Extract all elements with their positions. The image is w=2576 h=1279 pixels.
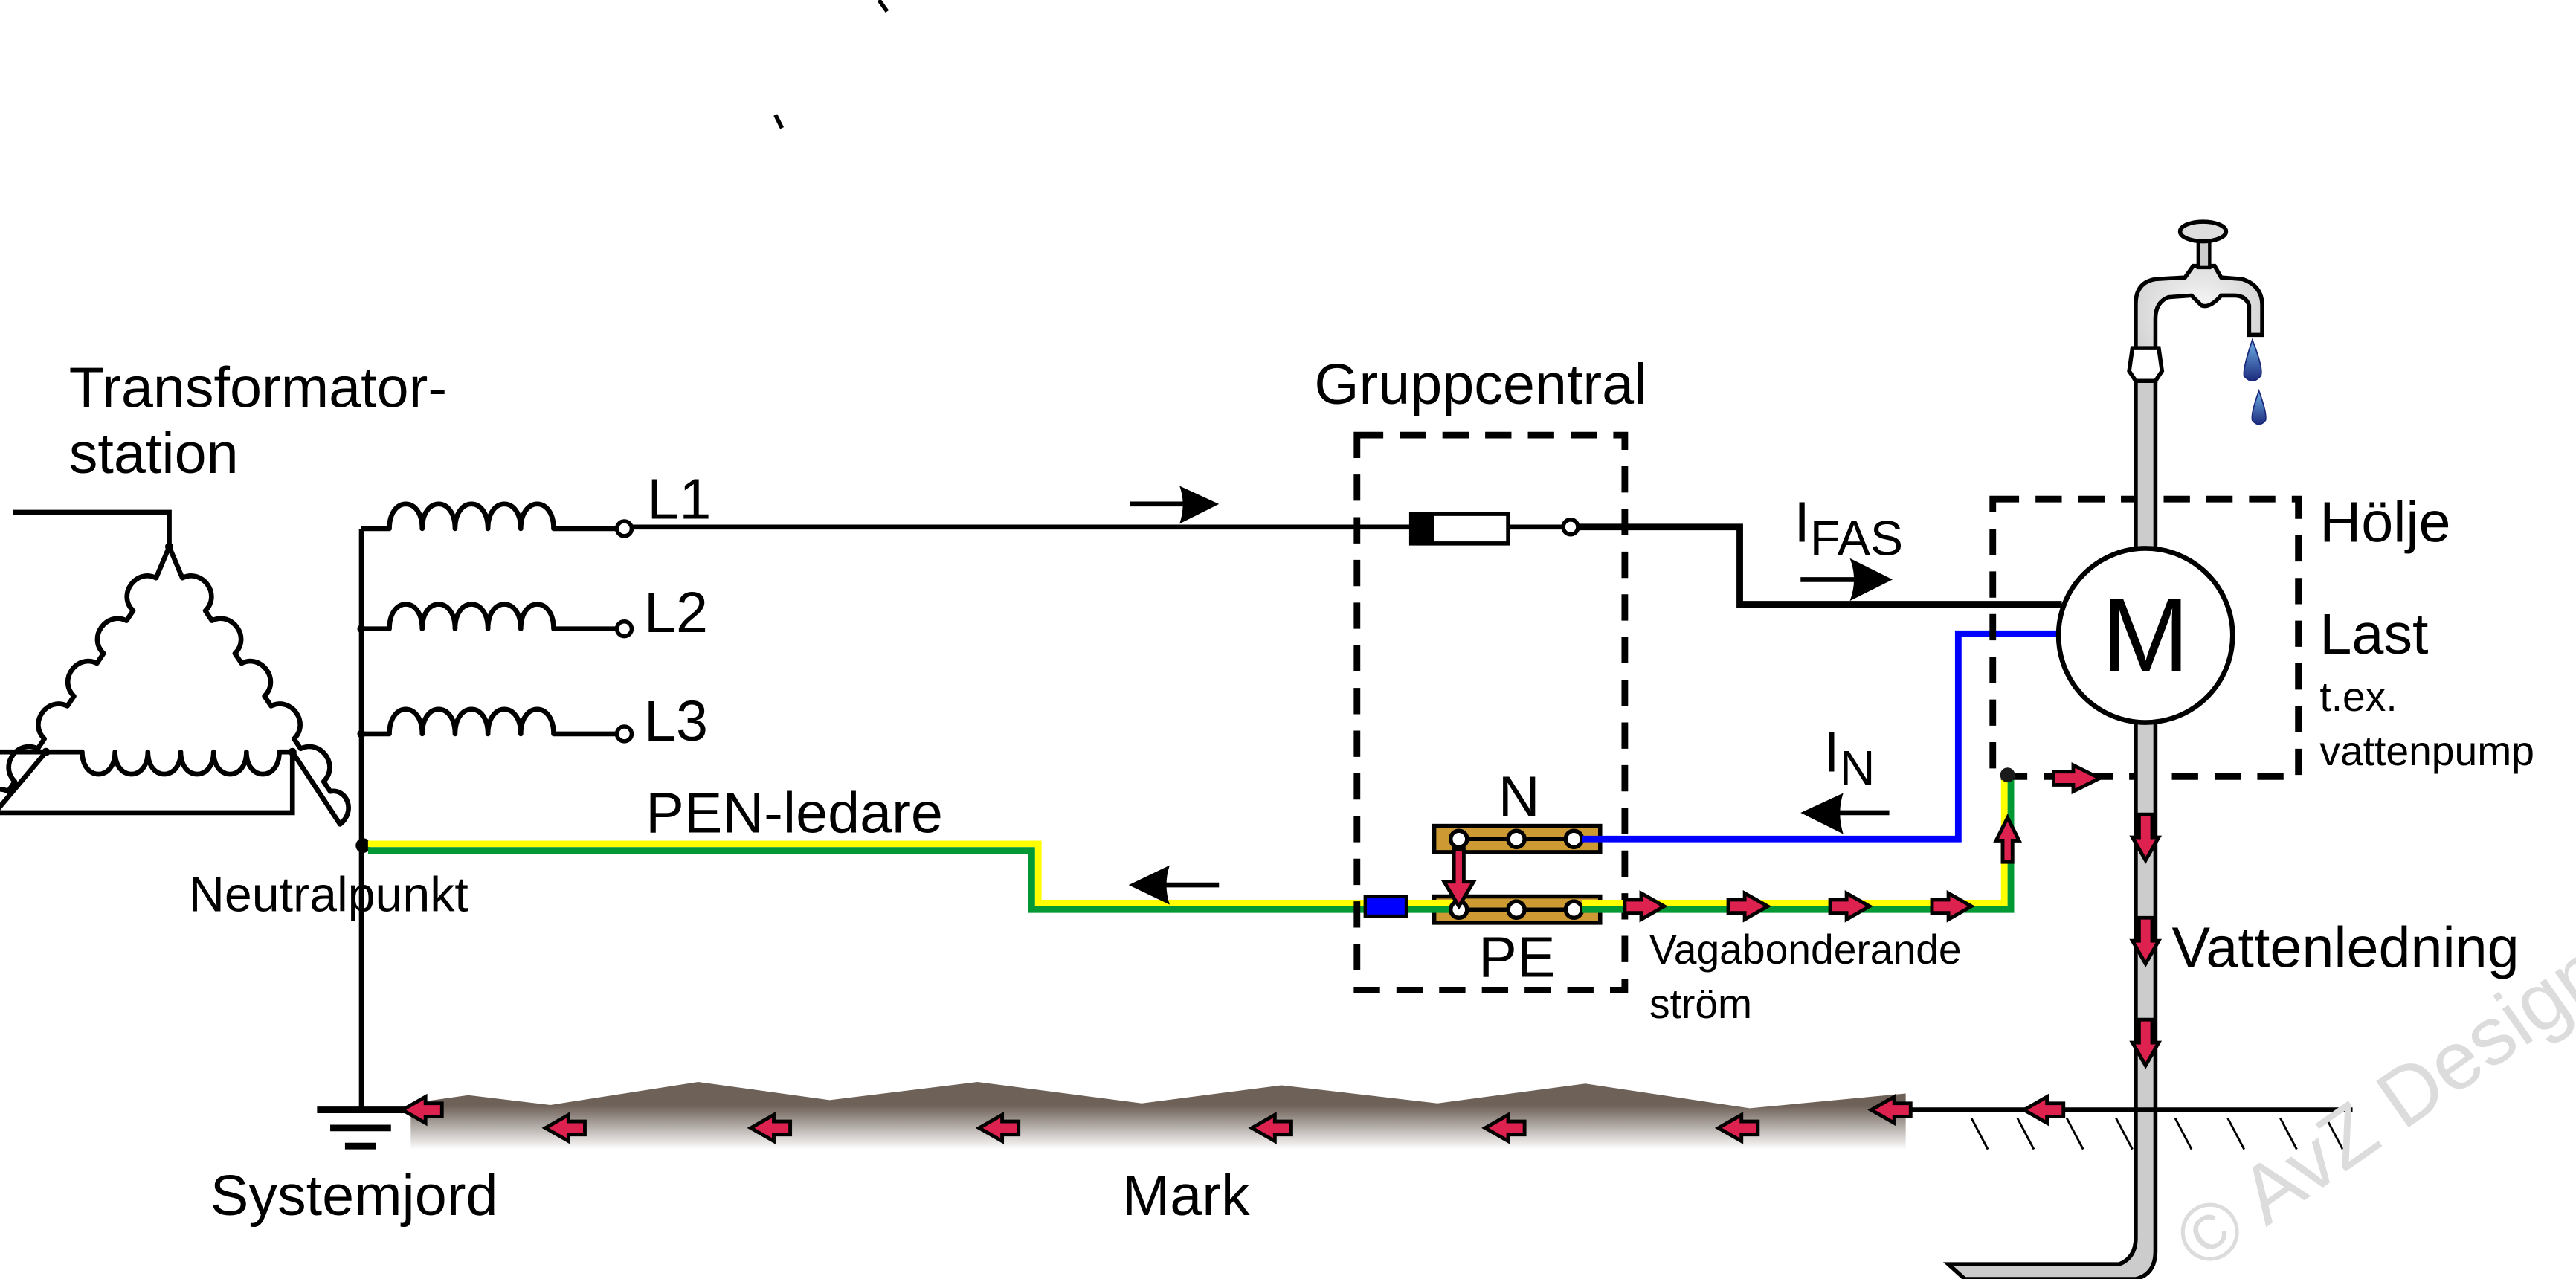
pen-label: PEN-ledare (645, 781, 943, 845)
motor-label: M (2102, 576, 2189, 694)
transformer-label-line1: Transformator- (69, 356, 447, 420)
enclosure-label: Hölje (2319, 491, 2450, 555)
hatch-line (2016, 1117, 2035, 1150)
load-example-line1: t.ex. (2319, 674, 2397, 720)
terminal-l3 (614, 724, 634, 744)
secondary-coil-l2 (357, 602, 618, 634)
arrow-icon (1130, 486, 1220, 524)
stray-current-arrows-ground (399, 1093, 2066, 1144)
stray-current-arrow (1993, 814, 2023, 864)
ground-hatching (1970, 1117, 2344, 1150)
stray-current-arrow (2129, 1017, 2163, 1069)
hatch-line (2325, 1117, 2344, 1150)
hatch-line (2115, 1117, 2134, 1150)
stray-current-arrows-pe (1623, 889, 1975, 923)
label-l1: L1 (647, 468, 711, 532)
load-example-line2: vattenpump (2319, 728, 2534, 774)
arrow-icon (1128, 865, 1220, 905)
stray-current-arrows-pipe (2129, 812, 2163, 1069)
pe-bar-label: PE (1478, 926, 1555, 990)
hatch-line (2174, 1117, 2193, 1150)
i-fas-label: IFAS (1794, 491, 1903, 567)
stray-current-arrow (399, 1093, 444, 1127)
n-terminal-bar (1432, 823, 1603, 854)
hatch-line (2279, 1117, 2298, 1150)
stray-current-arrow (747, 1112, 793, 1144)
stray-current-arrow (1623, 889, 1668, 923)
stray-mark (877, 0, 889, 13)
load-label: Last (2319, 602, 2428, 666)
stray-current-arrow (2129, 812, 2163, 864)
terminal-l2 (614, 619, 634, 639)
system-earth-label: Systemjord (210, 1164, 498, 1228)
fuse-terminal (1561, 518, 1580, 537)
water-drop-icon (2243, 338, 2262, 382)
stray-current-arrow (1930, 889, 1975, 923)
stray-current-arrow (1867, 1093, 1913, 1127)
label-l3: L3 (644, 689, 708, 753)
motor-circle-icon (2055, 546, 2235, 725)
transformer-label-line2: station (69, 422, 239, 486)
delta-winding-icon (0, 509, 351, 827)
stray-current-arrow (1726, 889, 1771, 923)
fuse-icon (1408, 512, 1510, 546)
stray-current-arrow (1248, 1112, 1293, 1144)
ground-label: Mark (1122, 1164, 1250, 1228)
label-l2: L2 (644, 581, 708, 645)
hatch-line (1970, 1117, 1989, 1150)
pen-conductor (367, 840, 1368, 913)
stray-current-arrow (1481, 1112, 1527, 1144)
pe-conductor (1582, 778, 2015, 913)
neutral-point-dot (355, 838, 371, 854)
arrow-icon (1800, 793, 1890, 834)
hatch-line (2226, 1117, 2246, 1150)
stray-current-arrow (1714, 1112, 1760, 1144)
secondary-coil-l1 (361, 501, 618, 532)
i-n-label: IN (1823, 721, 1875, 796)
stray-current-label-line1: Vagabonderande (1649, 927, 1962, 973)
neutral-point-label: Neutralpunkt (189, 867, 468, 922)
stray-current-arrow (2129, 915, 2163, 967)
water-pipe-label: Vattenledning (2172, 916, 2519, 980)
n-bar-label: N (1498, 764, 1540, 828)
water-drop-icon (2251, 388, 2267, 425)
group-central-enclosure (1353, 431, 1629, 993)
secondary-coil-l3 (357, 706, 618, 738)
stray-current-label-line2: ström (1649, 981, 1752, 1027)
water-tap-icon (2127, 219, 2264, 384)
stray-current-arrow (2052, 761, 2104, 795)
stray-mark (773, 114, 785, 129)
ground-symbol-icon (317, 1106, 406, 1150)
water-pipe (1942, 378, 2158, 1279)
stray-current-arrow (1828, 889, 1873, 923)
terminal-l1 (614, 519, 634, 538)
stray-current-arrow (1440, 847, 1477, 910)
stray-current-arrow (975, 1112, 1021, 1144)
phase-to-motor-wire (1579, 523, 2062, 608)
stray-current-arrow (2020, 1093, 2066, 1127)
pen-splitter-block (1363, 895, 1408, 918)
ground-soil (410, 1082, 1906, 1150)
group-central-label: Gruppcentral (1314, 352, 1646, 416)
arrow-icon (1800, 558, 1893, 602)
enclosure-pe-connection (2000, 767, 2015, 783)
hatch-line (2065, 1117, 2084, 1150)
stray-current-arrow (541, 1112, 587, 1144)
neutral-conductor (1582, 630, 2062, 843)
